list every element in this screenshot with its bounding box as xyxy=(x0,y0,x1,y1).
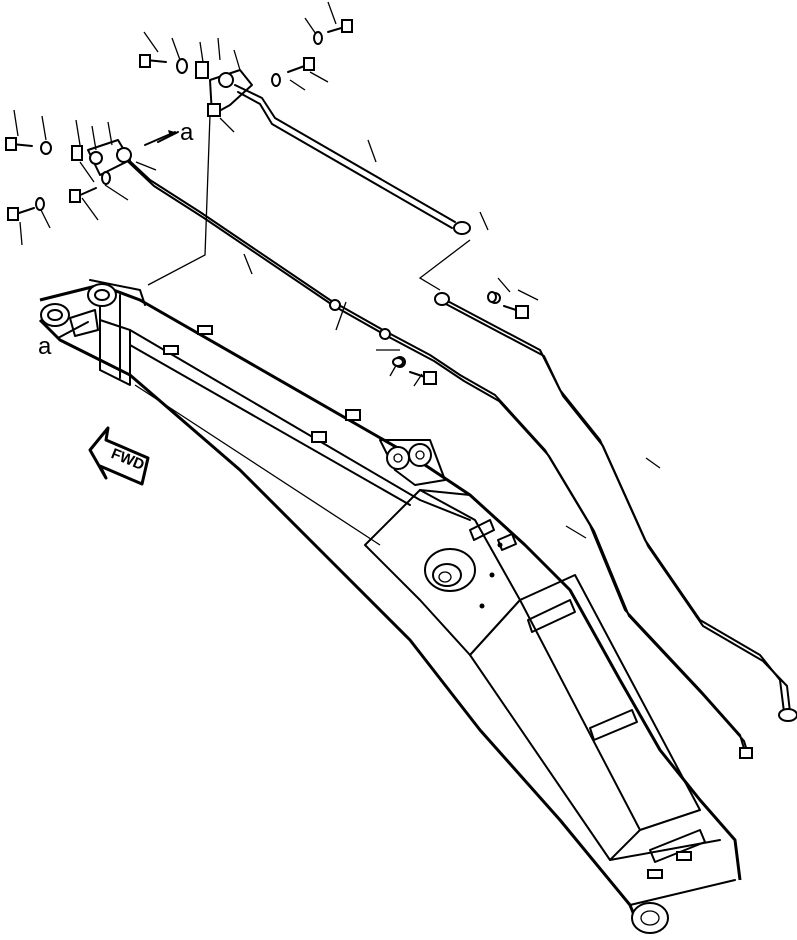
bolt-icon xyxy=(503,305,529,319)
washer-icon xyxy=(271,73,281,87)
bolt-icon xyxy=(327,19,353,33)
fasteners-right-clamp xyxy=(69,291,529,385)
pipe-right xyxy=(439,296,785,713)
pipe-lower xyxy=(117,149,746,753)
bolt-icon xyxy=(287,57,315,73)
view-callout-left: a xyxy=(38,321,89,360)
fwd-label: FWD xyxy=(109,445,147,474)
pipe-upper xyxy=(234,84,456,223)
bolt-icon xyxy=(409,371,437,385)
washer-icon xyxy=(487,291,497,303)
washer-icon xyxy=(313,31,323,45)
bolt-icon xyxy=(139,54,167,68)
bolt-icon xyxy=(7,207,35,221)
pipe-lines xyxy=(117,84,797,759)
fasteners-left-bracket xyxy=(5,130,176,221)
washer-icon xyxy=(392,357,404,367)
bolt-icon xyxy=(5,137,33,151)
washer-icon xyxy=(40,141,52,155)
view-callout-top: a xyxy=(157,119,194,146)
callout-label-a-left: a xyxy=(38,333,52,360)
leader-lines xyxy=(13,1,661,539)
washer-icon xyxy=(101,171,111,185)
washer-icon xyxy=(176,58,188,74)
callout-label-a-top: a xyxy=(180,119,194,146)
fwd-arrow-icon: FWD xyxy=(88,426,150,486)
boom-assembly xyxy=(38,279,742,934)
washer-icon xyxy=(35,197,45,211)
fasteners-top-bracket xyxy=(139,19,353,117)
bolt-icon xyxy=(69,187,97,203)
